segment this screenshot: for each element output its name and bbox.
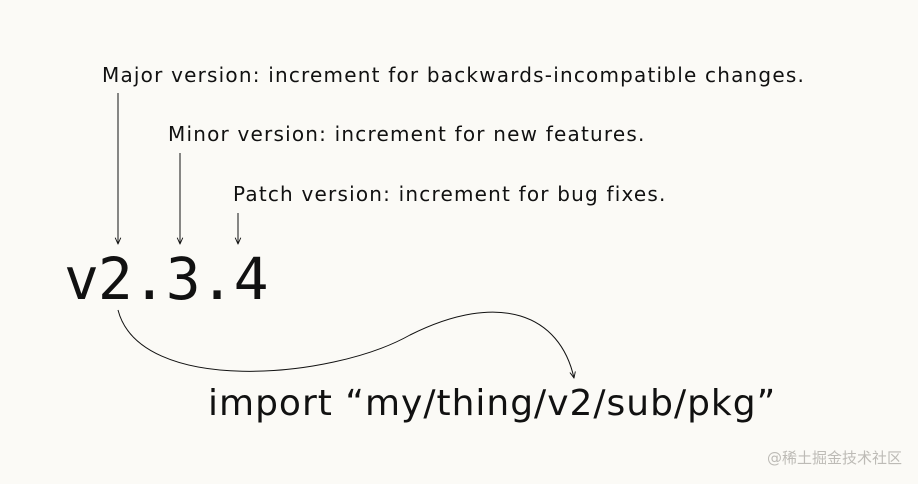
minor-version-label: Minor version: increment for new feature… [168,122,646,146]
import-statement: import “my/thing/v2/sub/pkg” [208,383,777,424]
major-version-label: Major version: increment for backwards-i… [102,63,806,87]
version-number: v2.3.4 [64,245,269,313]
patch-version-label: Patch version: increment for bug fixes. [233,182,667,206]
watermark: @稀土掘金技术社区 [766,449,902,467]
version-to-import-curve [117,309,574,378]
